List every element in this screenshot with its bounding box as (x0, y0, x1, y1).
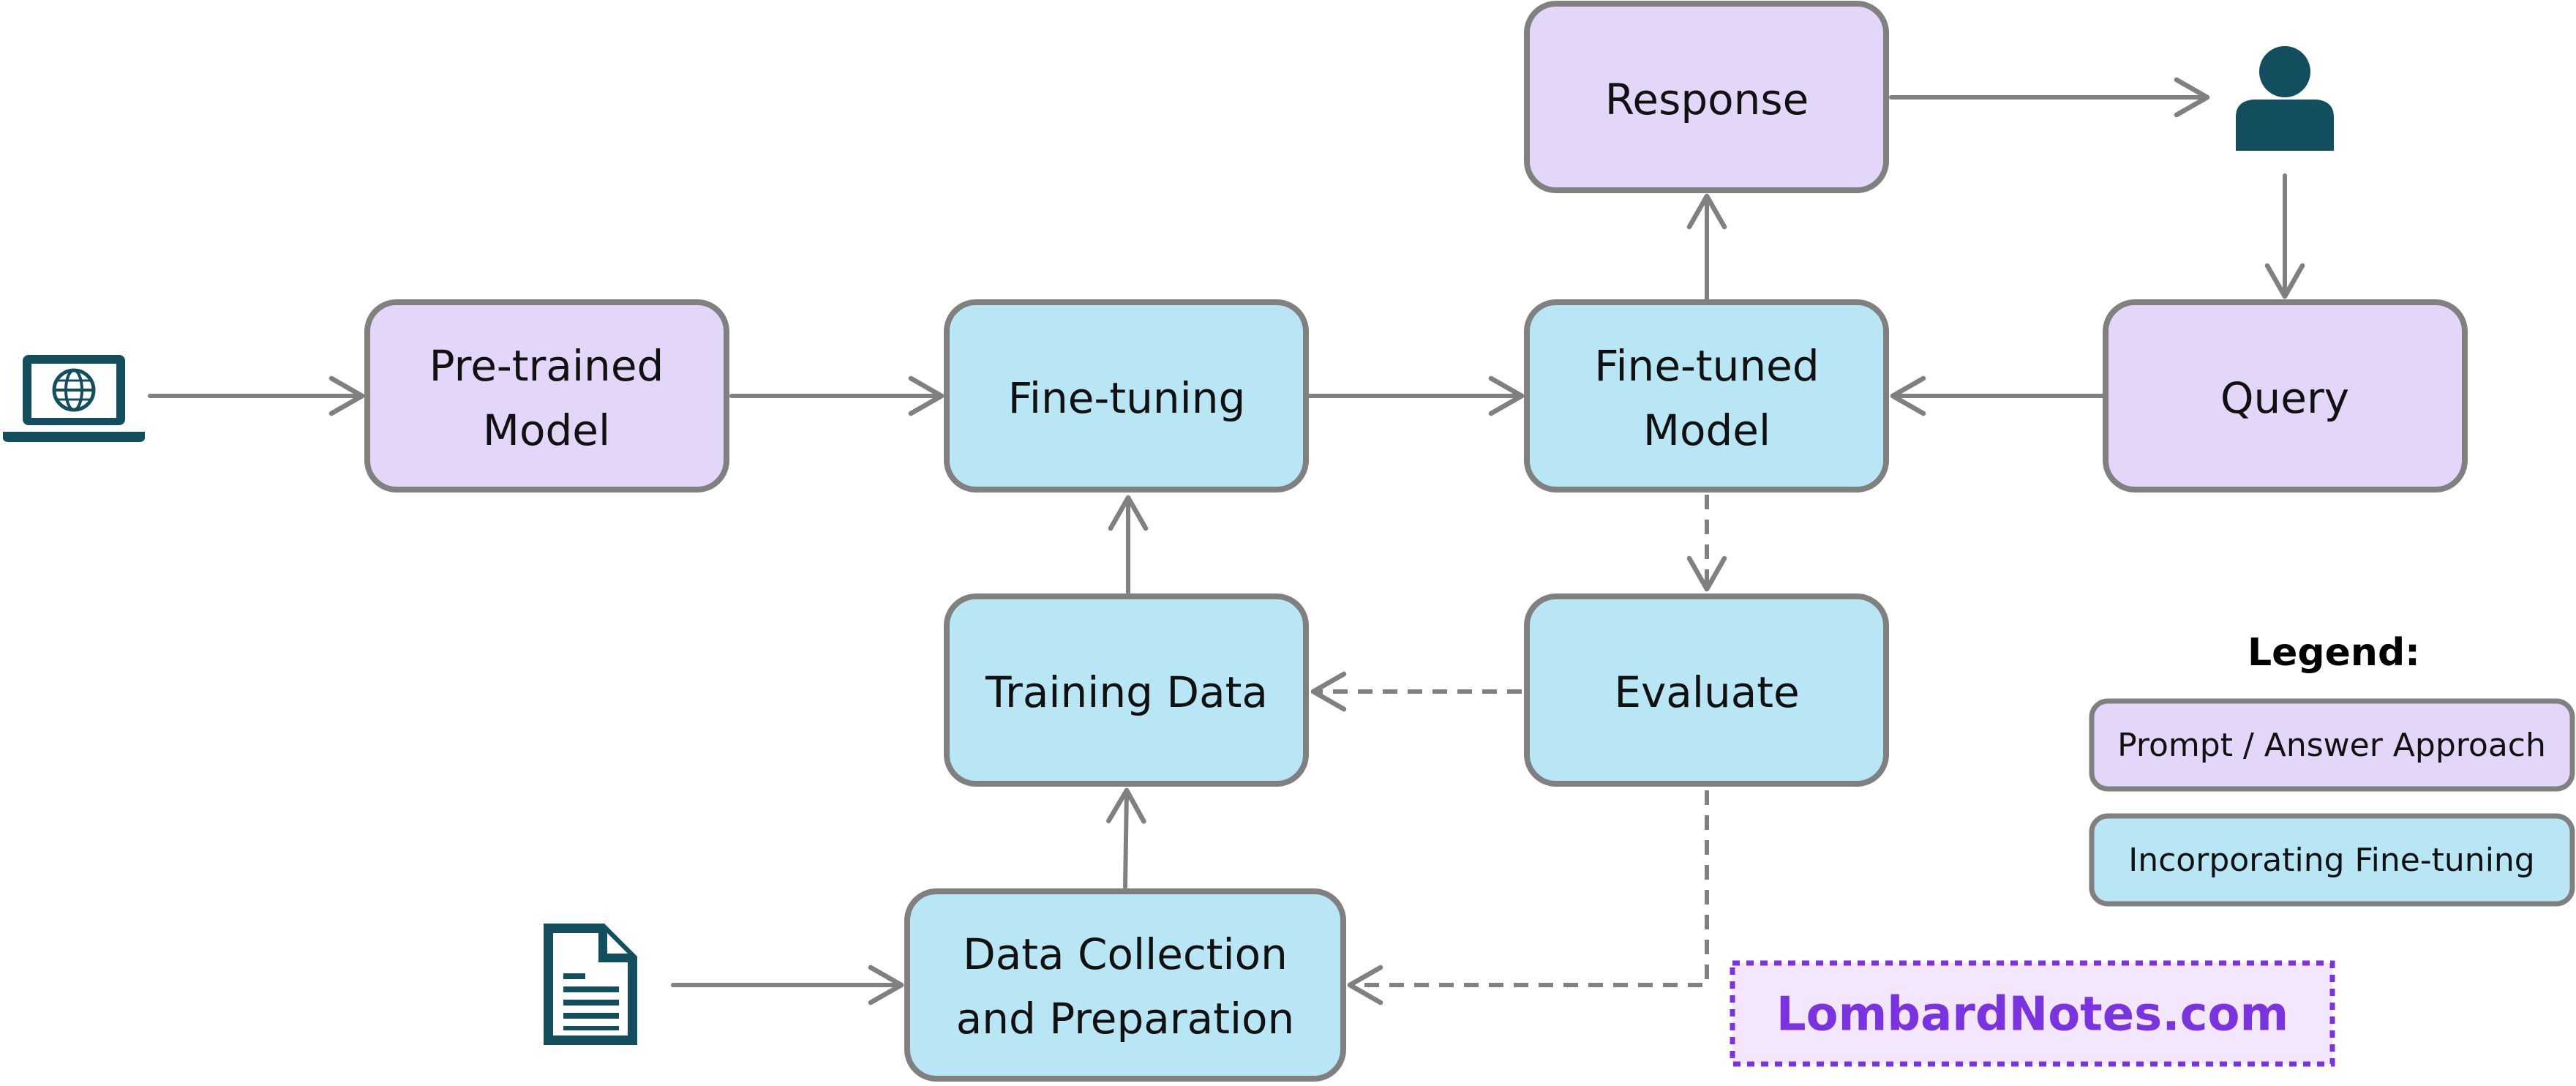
watermark-text: LombardNotes.com (1776, 988, 2288, 1042)
legend-finetune-label: Incorporating Fine-tuning (2128, 842, 2534, 879)
response-node: Response (1524, 1, 1889, 193)
data-collection-label-line2: and Preparation (956, 994, 1295, 1044)
response-label: Response (1605, 75, 1809, 124)
arrow-datacollection-to-trainingdata (1106, 787, 1146, 889)
finetuning-node: Fine-tuning (944, 299, 1309, 493)
arrows (148, 77, 2305, 1006)
laptop-globe-icon (3, 355, 145, 442)
evaluate-node: Evaluate (1524, 593, 1889, 787)
query-label: Query (2220, 373, 2349, 423)
arrow-evaluate-to-datacollection (1347, 790, 1709, 1006)
legend-prompt-item: Prompt / Answer Approach (2089, 698, 2575, 792)
legend-finetune-item: Incorporating Fine-tuning (2089, 813, 2575, 907)
legend-prompt-label: Prompt / Answer Approach (2117, 727, 2546, 764)
legend-title: Legend: (2248, 631, 2420, 675)
watermark-banner: LombardNotes.com (1730, 960, 2335, 1067)
finetuned-label-line2: Model (1643, 405, 1770, 455)
user-icon (2236, 46, 2334, 151)
query-node: Query (2103, 299, 2468, 493)
pretrained-model-node: Pre-trained Model (364, 299, 729, 493)
finetuned-label-line1: Fine-tuned (1594, 341, 1819, 391)
evaluate-label: Evaluate (1614, 667, 1799, 717)
training-data-node: Training Data (944, 593, 1309, 787)
legend: Legend: Prompt / Answer Approach Incorpo… (2089, 631, 2575, 907)
finetuned-model-node: Fine-tuned Model (1524, 299, 1889, 493)
document-icon (544, 924, 637, 1045)
training-data-label: Training Data (985, 667, 1268, 717)
data-collection-node: Data Collection and Preparation (904, 888, 1346, 1082)
finetuning-label: Fine-tuning (1008, 373, 1246, 423)
data-collection-label-line1: Data Collection (963, 929, 1288, 979)
pretrained-label-line1: Pre-trained (429, 341, 664, 391)
pretrained-label-line2: Model (483, 405, 610, 455)
